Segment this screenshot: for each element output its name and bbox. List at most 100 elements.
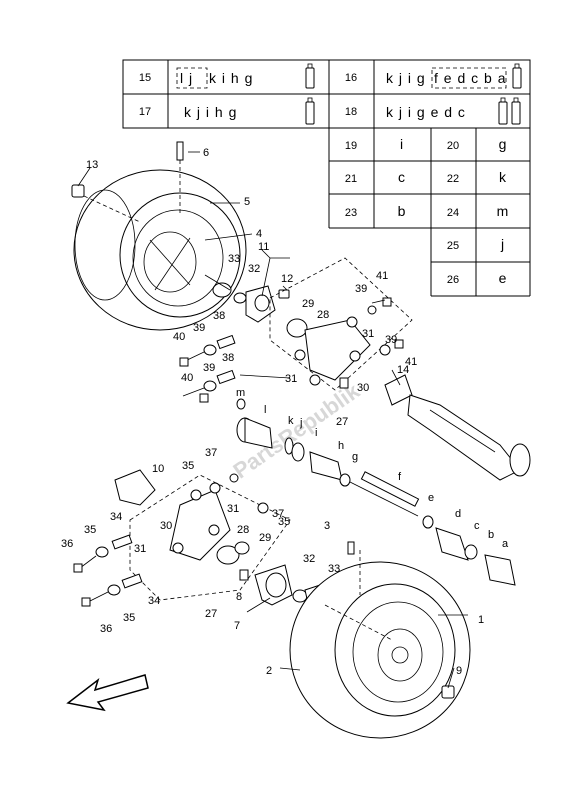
callout-h: h xyxy=(338,440,344,452)
row1-left-boxed-letters: l j xyxy=(180,70,193,86)
code-17: 17 xyxy=(139,106,151,118)
callout-4: 4 xyxy=(256,228,262,240)
callout-34-b: 34 xyxy=(148,595,160,607)
row2-left-letters: k j i h g xyxy=(184,104,237,120)
callout-37-b: 37 xyxy=(272,508,284,520)
callout-8: 8 xyxy=(236,591,242,603)
callout-14: 14 xyxy=(397,364,409,376)
reference-table: 15 l j k i h g 16 k j i g f e d c b a 17… xyxy=(122,59,531,297)
letter-25: j xyxy=(500,236,505,252)
callout-39-b: 39 xyxy=(203,362,215,374)
callout-30-upper: 30 xyxy=(357,382,369,394)
callout-i: i xyxy=(315,427,317,439)
callout-leaders xyxy=(77,151,468,689)
callout-28-upper: 28 xyxy=(317,309,329,321)
lower-knuckle-box xyxy=(129,474,291,601)
code-19: 19 xyxy=(345,140,357,152)
callout-l: l xyxy=(264,404,266,416)
callout-labels: 1 2 3 4 5 6 7 8 9 10 11 12 13 14 27 27 2… xyxy=(61,147,509,677)
callout-35-d: 35 xyxy=(123,612,135,624)
row1-right-letters: k j i g xyxy=(386,70,426,86)
drive-shaft xyxy=(236,374,531,586)
callout-40-b: 40 xyxy=(181,372,193,384)
code-21: 21 xyxy=(345,173,357,185)
code-24: 24 xyxy=(447,207,459,219)
callout-37-a: 37 xyxy=(205,447,217,459)
callout-35-c: 35 xyxy=(278,516,290,528)
letter-19: i xyxy=(400,136,404,152)
callout-1: 1 xyxy=(478,614,484,626)
callout-10: 10 xyxy=(152,463,164,475)
callout-33-lower: 33 xyxy=(328,563,340,575)
callout-38-a: 38 xyxy=(213,310,225,322)
callout-39-c: 39 xyxy=(355,283,367,295)
callout-5: 5 xyxy=(244,196,250,208)
callout-b: b xyxy=(488,529,494,541)
code-23: 23 xyxy=(345,207,357,219)
callout-32-lower: 32 xyxy=(303,553,315,565)
lower-knuckle xyxy=(73,469,269,607)
upper-knuckle xyxy=(286,316,371,389)
callout-32-upper: 32 xyxy=(248,263,260,275)
callout-9: 9 xyxy=(456,665,462,677)
code-25: 25 xyxy=(447,240,459,252)
grease-tube-icon xyxy=(305,63,315,89)
callout-2: 2 xyxy=(266,665,272,677)
row1-right-boxed-letters: f e d c b a xyxy=(434,70,506,86)
callout-f: f xyxy=(398,471,402,483)
letter-21: c xyxy=(398,169,406,185)
code-16: 16 xyxy=(345,72,357,84)
callout-36-a: 36 xyxy=(61,538,73,550)
row1-left-letters: k i h g xyxy=(209,70,253,86)
callout-27-lower: 27 xyxy=(205,608,217,620)
callout-31-b: 31 xyxy=(285,373,297,385)
callout-6: 6 xyxy=(203,147,209,159)
callout-13: 13 xyxy=(86,159,98,171)
grease-tube-icon xyxy=(512,63,522,89)
callout-39-d: 39 xyxy=(385,334,397,346)
callout-k: k xyxy=(288,415,294,427)
letter-22: k xyxy=(499,169,507,185)
front-arrow-icon xyxy=(66,674,149,712)
callout-40-a: 40 xyxy=(173,331,185,343)
letter-23: b xyxy=(398,203,407,219)
callout-g: g xyxy=(352,451,358,463)
callout-29-lower: 29 xyxy=(259,532,271,544)
callout-m: m xyxy=(236,387,245,399)
callout-28-lower: 28 xyxy=(237,524,249,536)
upper-bolts xyxy=(179,297,404,403)
callout-a: a xyxy=(502,538,509,550)
callout-29-upper: 29 xyxy=(302,298,314,310)
callout-7: 7 xyxy=(234,620,240,632)
callout-11: 11 xyxy=(258,241,269,253)
code-20: 20 xyxy=(447,140,459,152)
row2-right-letters: k j i g e d c xyxy=(386,104,466,120)
callout-41-a: 41 xyxy=(376,270,388,282)
callout-30-lower: 30 xyxy=(160,520,172,532)
callout-31-d: 31 xyxy=(134,543,146,555)
callout-35-a: 35 xyxy=(182,460,194,472)
callout-31-c: 31 xyxy=(227,503,239,515)
code-26: 26 xyxy=(447,274,459,286)
letter-26: e xyxy=(499,270,508,286)
callout-31-a: 31 xyxy=(362,328,374,340)
callout-35-b: 35 xyxy=(84,524,96,536)
callout-39-a: 39 xyxy=(193,322,205,334)
double-grease-tube-icon xyxy=(498,97,521,125)
code-22: 22 xyxy=(447,173,459,185)
callout-27-upper: 27 xyxy=(336,416,348,428)
callout-c: c xyxy=(474,520,480,532)
callout-d: d xyxy=(455,508,461,520)
callout-12: 12 xyxy=(281,273,293,285)
upper-wheel-assembly xyxy=(71,141,290,331)
lower-wheel-assembly xyxy=(239,541,471,739)
callout-34-a: 34 xyxy=(110,511,122,523)
code-18: 18 xyxy=(345,106,357,118)
callout-j: j xyxy=(299,417,302,429)
callout-3: 3 xyxy=(324,520,330,532)
letter-20: g xyxy=(499,136,508,152)
callout-33-upper: 33 xyxy=(228,253,240,265)
letter-24: m xyxy=(497,203,510,219)
callout-38-b: 38 xyxy=(222,352,234,364)
